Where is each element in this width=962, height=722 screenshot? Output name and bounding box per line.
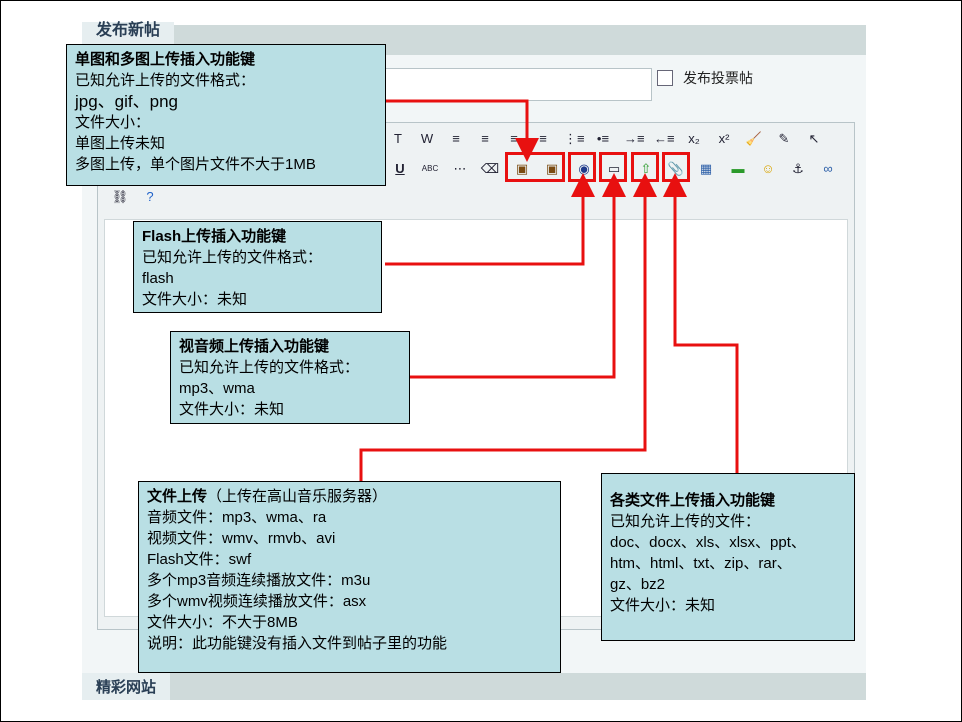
footer-bar: 精彩网站 xyxy=(82,673,866,700)
callout-line: 已知允许上传的文件： xyxy=(610,513,761,530)
callout-line: 文件大小：未知 xyxy=(142,291,248,308)
vote-checkbox[interactable] xyxy=(657,70,673,86)
align-right-icon[interactable]: ≡ xyxy=(510,131,518,146)
callout-line: flash xyxy=(142,270,174,287)
eraser-icon[interactable]: ⌫ xyxy=(480,161,500,176)
callout-attachment-upload: 各类文件上传插入功能键 已知允许上传的文件： doc、docx、xls、xlsx… xyxy=(601,473,855,641)
underline-icon[interactable]: U xyxy=(395,161,405,176)
callout-image-upload: 单图和多图上传插入功能键 已知允许上传的文件格式： jpg、gif、png 文件… xyxy=(66,44,386,186)
anchor-icon[interactable]: ⚓ xyxy=(792,161,804,176)
callout-line: 视频文件：wmv、rmvb、avi xyxy=(147,530,336,547)
callout-line: mp3、wma xyxy=(179,380,255,397)
unlink-icon[interactable]: ⛓ xyxy=(111,189,129,204)
indent-icon[interactable]: →≡ xyxy=(624,131,645,146)
callout-line: Flash文件：swf xyxy=(147,551,252,568)
outdent-icon[interactable]: ←≡ xyxy=(654,131,675,146)
vote-label: 发布投票帖 xyxy=(683,70,753,86)
image-upload-icon[interactable]: ▣ xyxy=(515,161,529,176)
multi-image-upload-icon[interactable]: ▣ xyxy=(545,161,559,176)
callout-line: 多个mp3音频连续播放文件：m3u xyxy=(147,572,371,589)
paste-text-icon[interactable]: T xyxy=(394,131,402,146)
callout-title-suffix: （上传在高山音乐服务器） xyxy=(207,488,388,505)
callout-line: 单图上传未知 xyxy=(75,135,166,152)
callout-title: 视音频上传插入功能键 xyxy=(179,338,330,355)
callout-line: 已知允许上传的文件格式： xyxy=(142,249,323,266)
justify-icon[interactable]: ≡ xyxy=(539,131,547,146)
connector-flash xyxy=(385,173,595,266)
connector-video xyxy=(410,173,626,379)
callout-line: 多个wmv视频连续播放文件：asx xyxy=(147,593,367,610)
callout-media-upload: 视音频上传插入功能键 已知允许上传的文件格式： mp3、wma 文件大小：未知 xyxy=(170,331,410,424)
paste-word-icon[interactable]: W xyxy=(420,131,434,146)
callout-file-upload: 文件上传（上传在高山音乐服务器） 音频文件：mp3、wma、ra 视频文件：wm… xyxy=(138,481,561,673)
select-icon[interactable]: ↖ xyxy=(808,131,820,146)
ordered-list-icon[interactable]: ⋮≡ xyxy=(564,131,585,146)
superscript-icon[interactable]: x² xyxy=(718,131,730,146)
callout-line: htm、html、txt、zip、rar、 xyxy=(610,555,792,572)
callout-line: jpg、gif、png xyxy=(75,92,179,111)
attachment-icon[interactable]: 📎 xyxy=(667,161,685,176)
flash-icon[interactable]: ◉ xyxy=(578,161,590,176)
video-icon[interactable]: ▭ xyxy=(607,161,621,176)
callout-line: 多图上传，单个图片文件不大于1MB xyxy=(75,156,316,173)
callout-line: 已知允许上传的文件格式： xyxy=(179,359,360,376)
callout-line: 音频文件：mp3、wma、ra xyxy=(147,509,327,526)
callout-line: 文件大小： xyxy=(75,114,151,131)
callout-line: 文件大小：未知 xyxy=(610,597,716,614)
file-upload-icon[interactable]: ⇧ xyxy=(640,161,652,176)
link-icon[interactable]: ∞ xyxy=(823,161,833,176)
callout-title: 各类文件上传插入功能键 xyxy=(610,492,776,509)
help-icon[interactable]: ? xyxy=(146,189,154,204)
callout-line: 已知允许上传的文件格式： xyxy=(75,72,256,89)
connector-file-upload xyxy=(359,173,657,481)
align-center-icon[interactable]: ≡ xyxy=(481,131,489,146)
callout-line: 说明：此功能键没有插入文件到帖子里的功能 xyxy=(147,635,448,652)
connector-image xyxy=(385,99,539,162)
title-input[interactable] xyxy=(382,68,652,101)
emoticon-icon[interactable]: ☺ xyxy=(761,161,775,176)
callout-line: gz、bz2 xyxy=(610,576,666,593)
align-left-icon[interactable]: ≡ xyxy=(452,131,460,146)
unordered-list-icon[interactable]: •≡ xyxy=(596,131,610,146)
subscript-icon[interactable]: x₂ xyxy=(688,131,700,146)
vote-option[interactable]: 发布投票帖 xyxy=(657,68,753,88)
callout-line: 文件大小：未知 xyxy=(179,401,285,418)
callout-flash-upload: Flash上传插入功能键 已知允许上传的文件格式： flash 文件大小：未知 xyxy=(133,221,382,313)
connector-attachment xyxy=(663,173,739,473)
callout-line: 文件大小：不大于8MB xyxy=(147,614,298,631)
callout-title: 文件上传 xyxy=(147,488,208,505)
table-icon[interactable]: ▦ xyxy=(699,161,713,176)
insert-row-icon[interactable]: ▬ xyxy=(731,161,745,176)
tab-featured-sites[interactable]: 精彩网站 xyxy=(82,673,171,700)
callout-title: 单图和多图上传插入功能键 xyxy=(75,51,256,68)
clean-format-icon[interactable]: 🧹 xyxy=(745,131,763,146)
spellcheck-icon[interactable]: ABC xyxy=(421,164,439,173)
callout-title: Flash上传插入功能键 xyxy=(142,228,287,245)
callout-line: doc、docx、xls、xlsx、ppt、 xyxy=(610,534,806,551)
edit-source-icon[interactable]: ✎ xyxy=(778,131,790,146)
hr-icon[interactable]: ⋯ xyxy=(453,161,467,176)
